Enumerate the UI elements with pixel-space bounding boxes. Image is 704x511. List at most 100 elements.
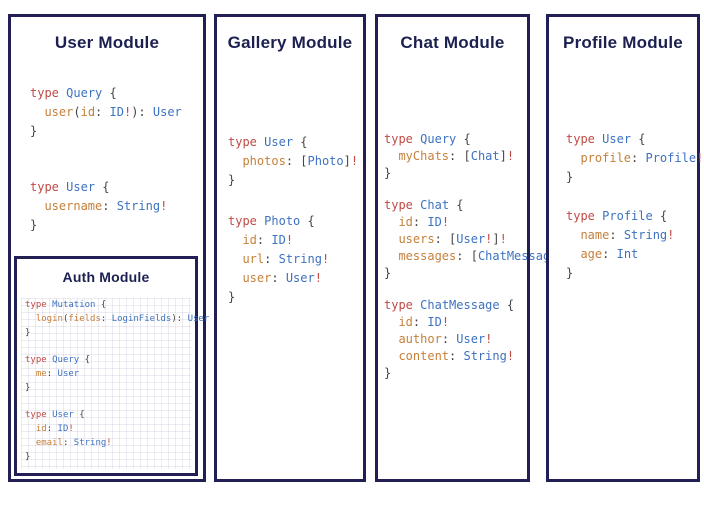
module-title-gallery: Gallery Module <box>227 33 353 52</box>
code-token: User <box>456 232 486 246</box>
code-token: type <box>384 132 413 146</box>
code-line: } <box>384 165 572 182</box>
code-token: type <box>25 410 47 420</box>
code-token: : <box>412 315 428 329</box>
code-token: id <box>35 424 47 434</box>
code-line: login(fields: LoginFields): User <box>25 312 209 326</box>
code-token: User <box>456 332 486 346</box>
code-token: { <box>456 132 471 146</box>
module-title-chat: Chat Module <box>400 33 505 52</box>
code-token: : <box>256 233 272 247</box>
code-token: { <box>79 355 91 365</box>
code-line: id: ID! <box>384 214 572 231</box>
code-line: } <box>30 216 182 235</box>
code-line: } <box>566 264 703 283</box>
code-token: } <box>25 383 31 393</box>
code-token: } <box>228 173 236 187</box>
code-token: type <box>566 209 595 223</box>
code-line: type User { <box>25 408 191 422</box>
code-token: myChats <box>398 149 450 163</box>
code-line: user: User! <box>228 269 358 288</box>
code-token: photos <box>242 154 286 168</box>
code-token: ] <box>492 232 500 246</box>
code-token: user <box>242 271 272 285</box>
code-token: id <box>242 233 257 247</box>
code-token: profile <box>580 151 632 165</box>
code-token <box>384 215 398 229</box>
code-token: me <box>35 369 47 379</box>
code-token: id <box>398 315 413 329</box>
code-block: type User { photos: [Photo]!} <box>228 133 358 190</box>
code-token <box>384 349 398 363</box>
code-token: ! <box>696 151 704 165</box>
code-token: ): <box>131 105 153 119</box>
code-token: ! <box>441 215 450 229</box>
code-line: photos: [Photo]! <box>228 152 358 171</box>
module-title-profile: Profile Module <box>563 33 683 52</box>
code-token: age <box>580 247 603 261</box>
code-token: User <box>285 271 315 285</box>
module-title-auth: Auth Module <box>62 269 150 285</box>
code-token: User <box>264 135 294 149</box>
code-token: ! <box>314 271 322 285</box>
code-token <box>25 424 36 434</box>
code-line: name: String! <box>566 226 703 245</box>
code-token: ! <box>506 149 515 163</box>
code-token: LoginFields <box>111 314 172 324</box>
code-token: ChatMessage <box>420 298 500 312</box>
code-token: id <box>80 105 96 119</box>
code-token: ! <box>485 232 493 246</box>
code-line: type Photo { <box>228 212 358 231</box>
code-token: ID <box>271 233 286 247</box>
code-line: email: String! <box>25 436 191 450</box>
code-token <box>384 315 398 329</box>
code-token: } <box>228 290 236 304</box>
code-token: ID <box>109 105 124 119</box>
code-token: : <box>449 349 464 363</box>
code-line: type Chat { <box>384 197 572 214</box>
code-token: { <box>95 300 107 310</box>
module-card-auth: Auth Module type Mutation { login(fields… <box>14 256 209 476</box>
code-line: type Query { <box>384 131 572 148</box>
code-token <box>228 233 242 247</box>
code-block: type User { profile: Profile!} <box>566 130 703 187</box>
code-token <box>30 105 44 119</box>
code-token: : <box>62 438 74 448</box>
code-area-profile: type User { profile: Profile!} type Profi… <box>566 130 703 303</box>
code-token: { <box>499 298 515 312</box>
code-token: : [ <box>456 249 478 263</box>
code-token: ! <box>499 232 507 246</box>
code-token: User <box>602 132 632 146</box>
code-line: } <box>566 168 703 187</box>
code-block: type Profile { name: String! age: Int} <box>566 207 703 283</box>
code-token <box>25 369 36 379</box>
code-token: String <box>116 199 161 213</box>
code-token: { <box>652 209 668 223</box>
code-token: String <box>623 228 668 242</box>
code-line: } <box>25 326 191 340</box>
code-token: login <box>35 314 63 324</box>
code-token: String <box>463 349 507 363</box>
code-token: } <box>30 218 38 232</box>
code-token: { <box>95 180 110 194</box>
code-token: User <box>152 105 182 119</box>
code-token: : <box>412 215 428 229</box>
code-token: fields <box>68 314 101 324</box>
code-token: String <box>73 438 107 448</box>
code-token <box>228 154 242 168</box>
code-token: ! <box>160 199 168 213</box>
code-token: users <box>398 232 435 246</box>
code-line: age: Int <box>566 245 703 264</box>
code-token: ! <box>68 424 74 434</box>
code-token: ! <box>321 252 330 266</box>
code-token: Query <box>420 132 457 146</box>
code-token: type <box>228 135 257 149</box>
module-title-user: User Module <box>54 33 160 52</box>
code-token <box>384 232 398 246</box>
code-block: type Query { me: User} <box>25 353 191 395</box>
code-token: ( <box>73 105 81 119</box>
code-token <box>228 271 242 285</box>
code-block: type Query { myChats: [Chat]!} <box>384 131 572 182</box>
code-token: user <box>44 105 74 119</box>
code-token: } <box>25 452 31 462</box>
